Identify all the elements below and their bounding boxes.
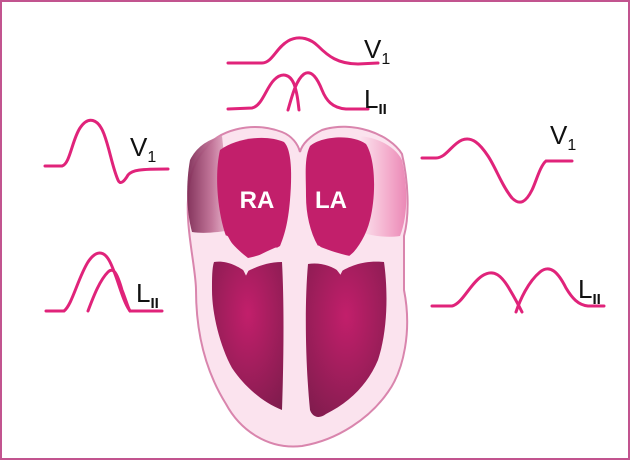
top-lii-label-base: L xyxy=(364,84,378,114)
top-lii-label: LII xyxy=(364,84,387,118)
left-lii-trace-b xyxy=(86,268,132,313)
left-ventricle-chamber xyxy=(305,261,387,417)
top-v1-label: V1 xyxy=(364,34,390,68)
left-v1-label-base: V xyxy=(130,132,148,162)
top-lii-label-sub: II xyxy=(378,101,386,118)
left-v1-trace xyxy=(43,118,170,184)
left-atrium-label: LA xyxy=(315,187,347,214)
left-v1-label-sub: 1 xyxy=(147,149,156,166)
right-lii-label-base: L xyxy=(578,274,592,304)
right-v1-trace xyxy=(420,137,574,204)
right-lii-label: LII xyxy=(578,274,601,308)
right-ventricle-chamber xyxy=(212,261,284,410)
top-v1-label-sub: 1 xyxy=(381,51,390,68)
top-lii-trace-b xyxy=(286,71,370,112)
left-lii-label-sub: II xyxy=(150,295,158,312)
right-lii-label-sub: II xyxy=(592,291,600,308)
left-atrium-chamber xyxy=(305,137,375,256)
left-lii-label: LII xyxy=(136,278,159,312)
right-lii-trace-a xyxy=(430,271,524,314)
right-lii-trace-b xyxy=(514,267,606,314)
top-v1-label-base: V xyxy=(364,34,382,64)
right-v1-label: V1 xyxy=(550,120,576,154)
mitral-valve xyxy=(315,245,365,275)
left-v1-label: V1 xyxy=(130,132,156,166)
right-v1-label-base: V xyxy=(550,120,568,150)
left-lii-label-base: L xyxy=(136,278,150,308)
heart-illustration xyxy=(186,125,409,448)
right-v1-label-sub: 1 xyxy=(567,137,576,154)
right-atrium-chamber xyxy=(217,137,292,258)
tricuspid-valve xyxy=(223,235,279,276)
top-v1-trace xyxy=(226,36,380,66)
right-atrium-label: RA xyxy=(240,187,275,214)
top-lii-trace-a xyxy=(226,73,301,112)
